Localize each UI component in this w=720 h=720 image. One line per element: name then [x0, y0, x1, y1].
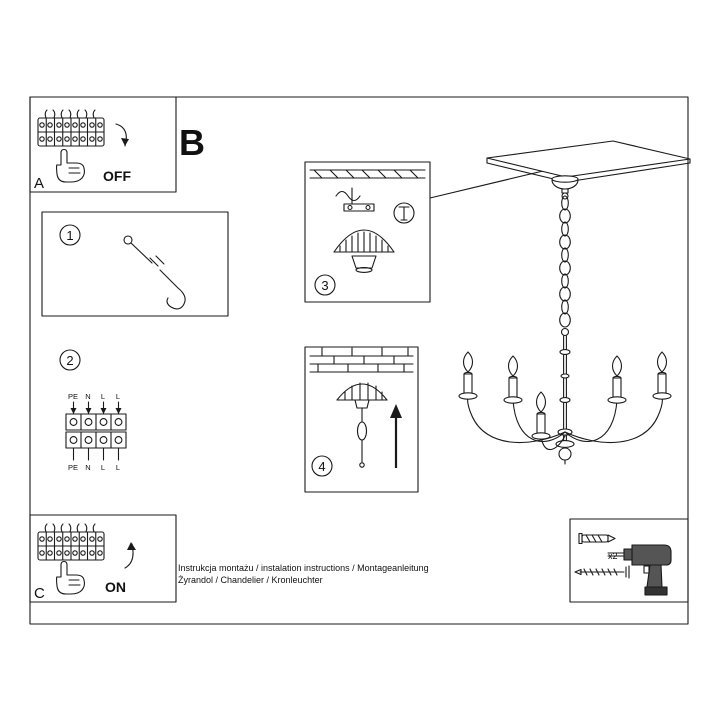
section-b-letter: B [179, 122, 205, 163]
ceiling-canopy [551, 175, 579, 200]
svg-text:4: 4 [318, 459, 325, 474]
step-1-hook-box: 1 [41, 211, 229, 317]
off-label: OFF [103, 168, 131, 184]
svg-text:L: L [116, 392, 120, 401]
terminal-strip-icon [37, 523, 105, 561]
page-border [29, 96, 689, 625]
step-3-badge: 3 [314, 274, 336, 296]
hand-icon [56, 148, 85, 183]
wiring-top-labels: PE N L L [68, 392, 120, 401]
step-1-frame [41, 211, 229, 317]
terminal-block-icon [65, 413, 127, 461]
ceiling-section-icon [309, 169, 426, 212]
chandelier-illustration [458, 140, 691, 465]
step-2-wiring: 2 PE N L L PE N L [59, 349, 127, 472]
candle-bulb-icon [607, 355, 627, 404]
on-arrow-icon [124, 542, 136, 569]
hardware-frame [569, 518, 689, 603]
svg-text:L: L [101, 463, 105, 472]
step-4-pull-cord: 4 [304, 346, 419, 493]
section-a-frame [29, 96, 177, 193]
screw-icon [574, 565, 630, 579]
section-c-power-on: ON C [29, 514, 177, 603]
drill-icon [607, 544, 672, 596]
svg-text:1: 1 [66, 228, 73, 243]
step-2-badge: 2 [59, 349, 81, 371]
wiring-top-wires [70, 401, 122, 415]
hook-and-cable-icon [123, 235, 186, 310]
canopy-cord-icon [336, 382, 388, 468]
svg-text:PE: PE [68, 463, 78, 472]
up-arrow-icon [390, 404, 402, 468]
ceiling-panel [486, 140, 691, 183]
svg-text:L: L [101, 392, 105, 401]
step-1-badge: 1 [59, 224, 81, 246]
on-label: ON [105, 579, 126, 595]
svg-text:N: N [85, 392, 90, 401]
canopy-icon [333, 229, 395, 273]
off-arrow-icon [115, 123, 129, 147]
step-3-frame [304, 161, 431, 303]
chandelier-arms [467, 395, 663, 451]
section-a-letter: A [34, 175, 44, 192]
hand-icon [56, 560, 85, 595]
section-a-power-off: OFF A [29, 96, 177, 193]
footer-text: Instrukcja montażu / instalation instruc… [178, 563, 429, 585]
screw-detail-icon [393, 202, 415, 224]
svg-text:L: L [116, 463, 120, 472]
step-4-frame [304, 346, 419, 493]
terminal-strip-icon [37, 109, 105, 147]
svg-text:N: N [85, 463, 90, 472]
candle-bulb-icon [458, 351, 478, 400]
section-c-letter: C [34, 585, 45, 602]
chandelier-body [555, 327, 575, 465]
step-4-badge: 4 [311, 455, 333, 477]
svg-text:PE: PE [68, 392, 78, 401]
section-c-frame [29, 514, 177, 603]
svg-text:2: 2 [66, 353, 73, 368]
candle-bulb-icon [531, 391, 551, 440]
step-3-ceiling-fixing: 3 [304, 161, 544, 303]
brick-wall-icon [309, 347, 414, 373]
wall-anchor-icon [578, 532, 616, 545]
wiring-bottom-labels: PE N L L [68, 463, 120, 472]
chain [559, 195, 571, 328]
candle-bulb-icon [503, 355, 523, 404]
candle-bulb-icon [652, 351, 672, 400]
leader-line [429, 170, 544, 199]
svg-text:3: 3 [321, 278, 328, 293]
footer-line-1: Instrukcja montażu / instalation instruc… [178, 563, 429, 573]
hardware-box: x2 [569, 518, 689, 603]
footer-line-2: Żyrandol / Chandelier / Kronleuchter [178, 575, 323, 585]
